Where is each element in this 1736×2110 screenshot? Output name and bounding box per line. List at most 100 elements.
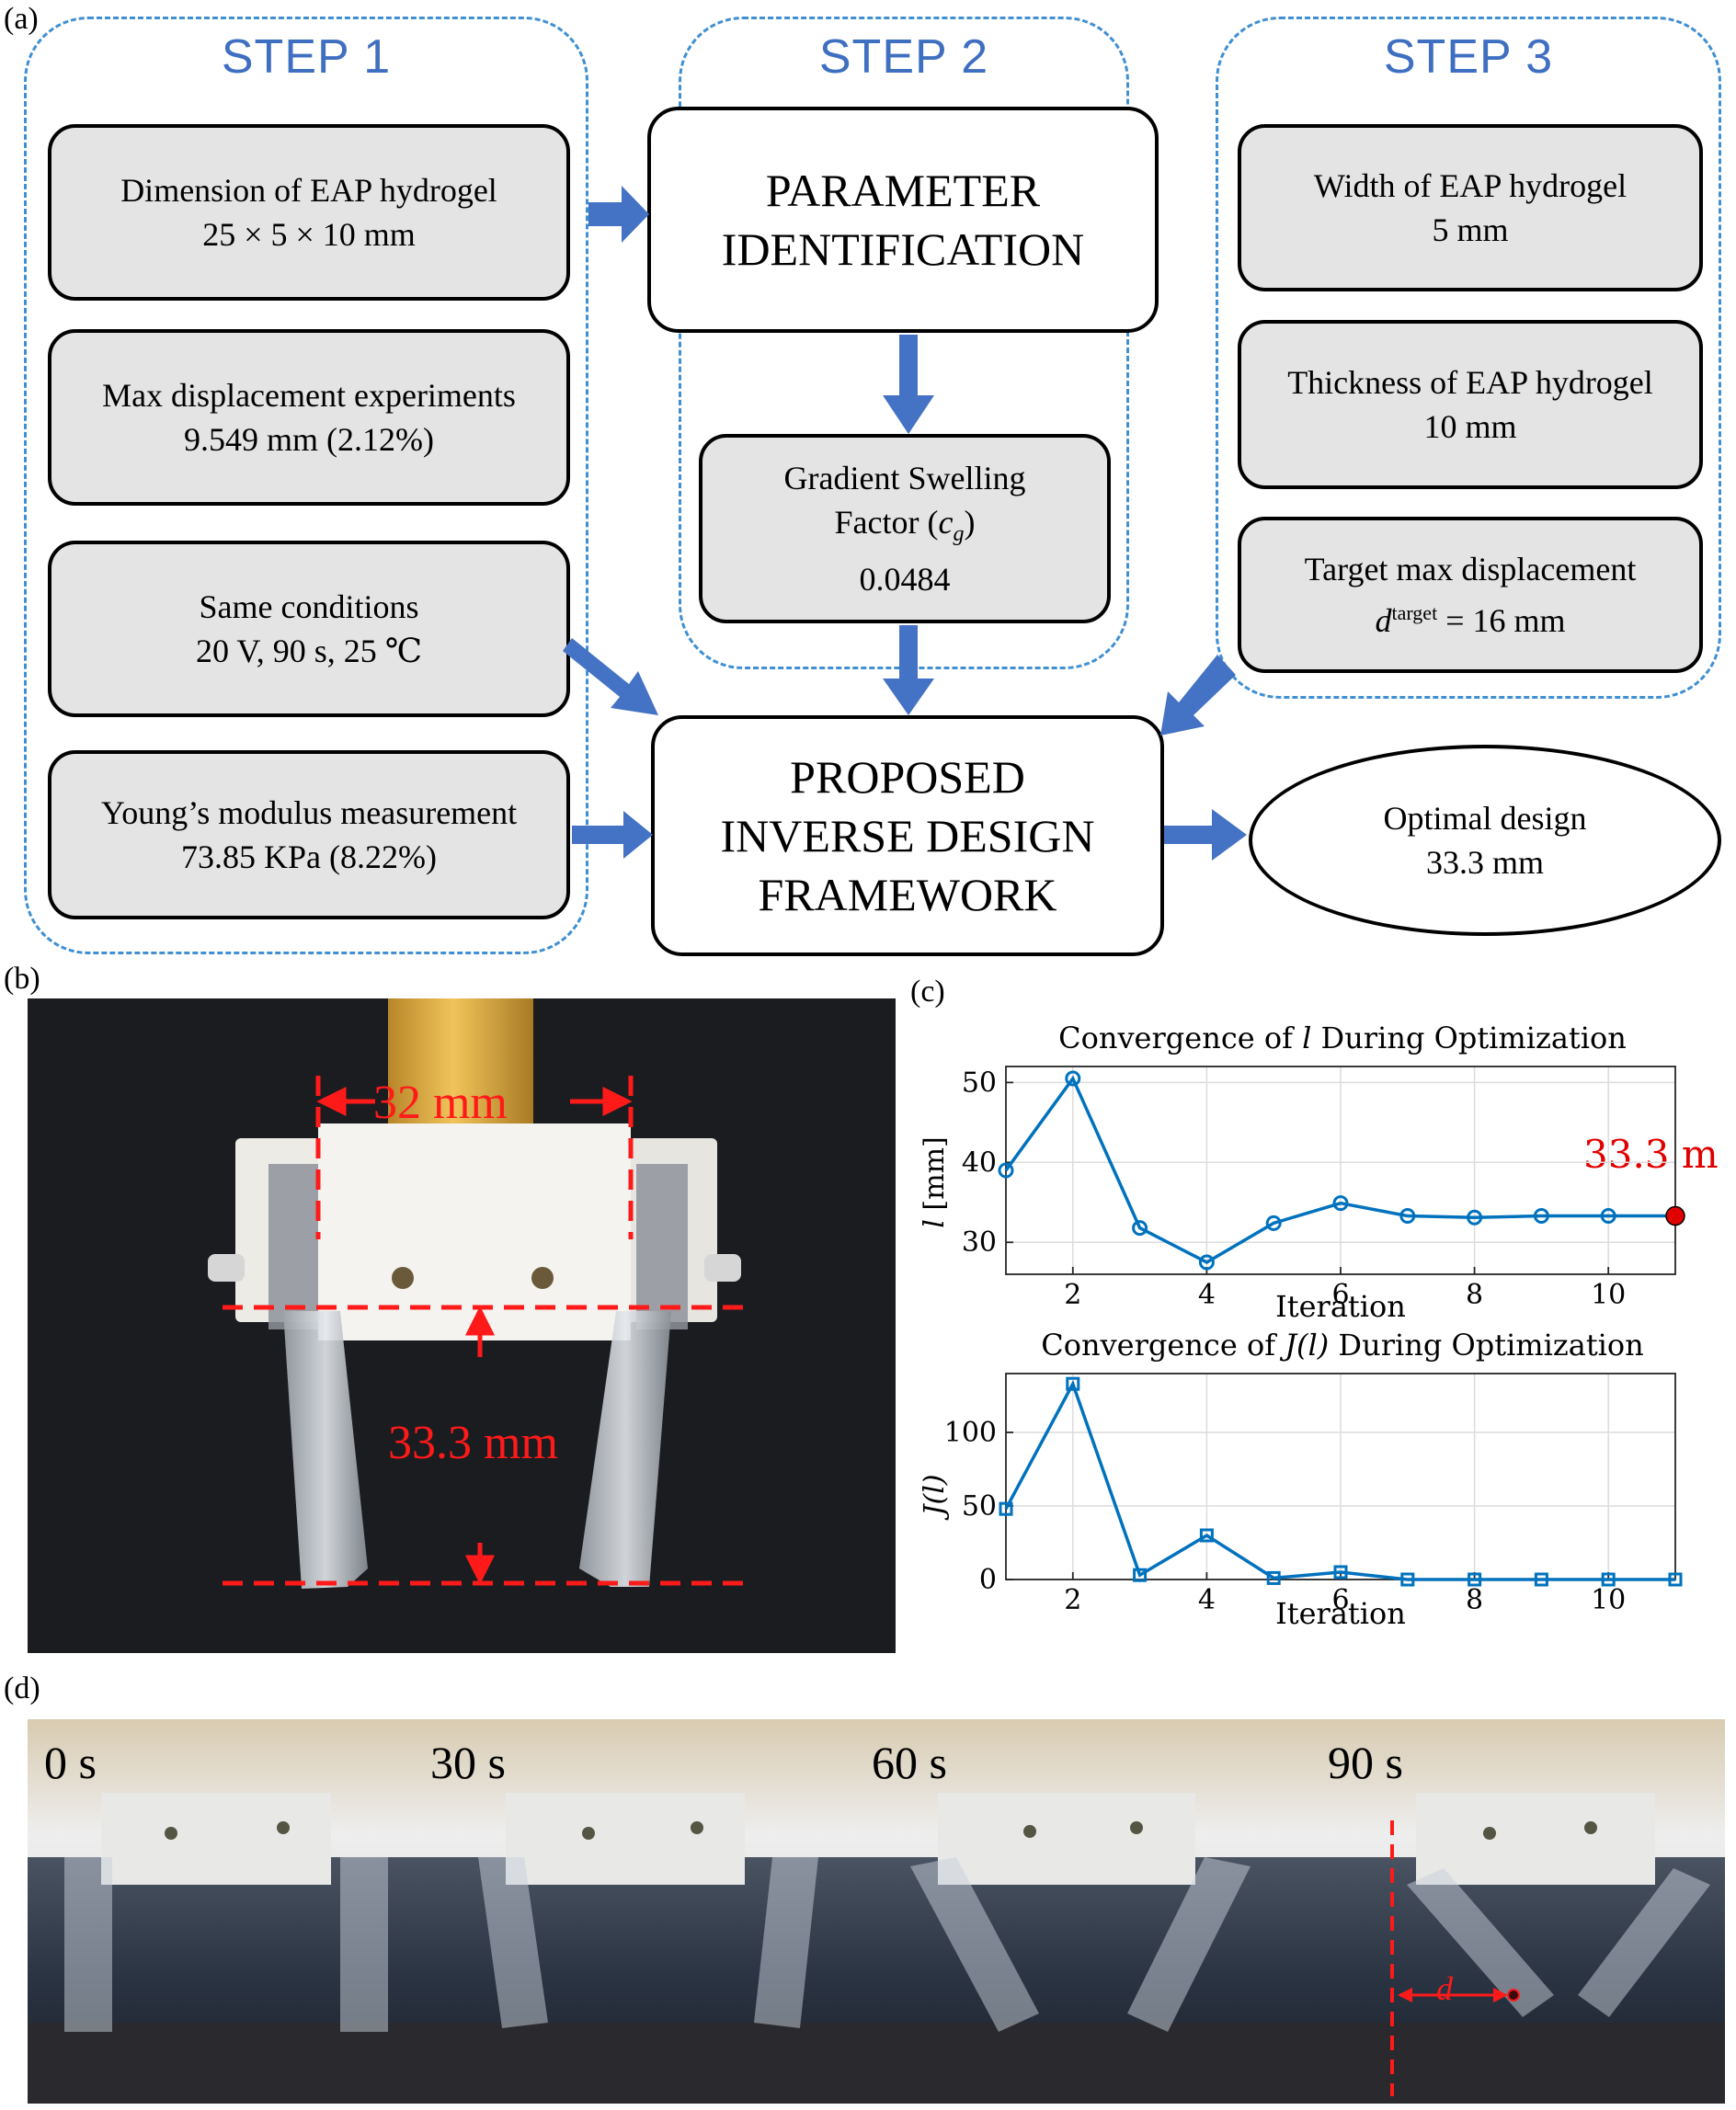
chart2-ylabel: J(l) xyxy=(919,1474,951,1521)
optimal-value: 33.3 mm xyxy=(1425,844,1544,881)
chart1-title: Convergence of l During Optimization xyxy=(1058,1021,1627,1055)
dimension-box: Dimension of EAP hydrogel 25 × 5 × 10 mm xyxy=(48,124,570,301)
data-point xyxy=(1266,1570,1281,1585)
target-title: Target max displacement xyxy=(1304,551,1637,587)
flow-arrows xyxy=(563,186,1247,861)
data-point xyxy=(1199,1528,1214,1543)
data-point xyxy=(1133,1568,1148,1582)
max-displacement-value: 9.549 mm (2.12%) xyxy=(184,421,434,458)
gsf-symbol: c xyxy=(938,504,954,542)
parameter-line1: PARAMETER xyxy=(765,165,1041,216)
frame-30s xyxy=(423,1719,855,2104)
framework-line1: PROPOSED xyxy=(790,751,1025,803)
y-tick-label: 100 xyxy=(944,1417,997,1449)
data-point xyxy=(1600,1208,1616,1225)
panel-label-a: (a) xyxy=(4,2,39,36)
frame-90s xyxy=(1311,1719,1725,2104)
panel-label-b: (b) xyxy=(4,962,40,996)
data-point xyxy=(1533,1208,1549,1225)
data-point xyxy=(1198,1254,1215,1271)
frame-0s xyxy=(28,1719,423,2104)
parameter-line2: IDENTIFICATION xyxy=(721,223,1085,275)
step3-frame xyxy=(1216,17,1721,699)
arrow-right-icon xyxy=(1164,809,1247,861)
x-tick-label: 10 xyxy=(1591,1584,1626,1616)
conditions-box: Same conditions 20 V, 90 s, 25 ℃ xyxy=(48,541,570,717)
width-annotation: 32 mm xyxy=(373,1077,508,1129)
series-line xyxy=(1004,1379,1675,1581)
time-label-0s: 0 s xyxy=(44,1737,97,1788)
data-point xyxy=(1399,1208,1416,1225)
thickness-title: Thickness of EAP hydrogel xyxy=(1287,364,1653,401)
step2-title: STEP 2 xyxy=(818,30,989,84)
yellow-tube xyxy=(388,998,533,1127)
time-label-90s: 90 s xyxy=(1328,1737,1403,1788)
step3-title: STEP 3 xyxy=(1383,30,1554,84)
youngs-modulus-value: 73.85 KPa (8.22%) xyxy=(181,838,437,875)
convergence-j-chart: Convergence of J(l) During Optimization … xyxy=(919,1328,1683,1631)
max-displacement-box: Max displacement experiments 9.549 mm (2… xyxy=(48,329,570,506)
data-point xyxy=(1601,1572,1616,1587)
gsf-line1: Gradient Swelling xyxy=(783,460,1026,497)
optimal-title: Optimal design xyxy=(1383,800,1587,837)
x-tick-label: 8 xyxy=(1466,1279,1483,1311)
x-tick-label: 6 xyxy=(1331,1584,1349,1616)
x-tick-label: 2 xyxy=(1064,1584,1081,1616)
hydrogel-finger-right xyxy=(579,1311,671,1587)
youngs-modulus-box: Young’s modulus measurement 73.85 KPa (8… xyxy=(48,750,570,919)
gsf-subscript: g xyxy=(953,522,965,547)
inverse-design-framework-box: PROPOSED INVERSE DESIGN FRAMEWORK xyxy=(651,715,1164,956)
chart1-ylabel: l [mm] xyxy=(919,1136,951,1227)
target-displacement-box: Target max displacement dtarget = 16 mm xyxy=(1238,517,1703,673)
arrow-right-icon xyxy=(588,186,649,243)
data-point xyxy=(1332,1195,1349,1212)
convergence-l-chart: Convergence of l During Optimization Ite… xyxy=(919,1021,1719,1324)
data-point xyxy=(1668,1572,1683,1587)
x-tick-label: 4 xyxy=(1198,1584,1216,1616)
arrow-diagonal-icon xyxy=(1160,655,1236,736)
gsf-line2: Factor (cg) xyxy=(834,504,976,547)
y-tick-label: 0 xyxy=(979,1564,997,1596)
framework-line3: FRAMEWORK xyxy=(758,869,1057,920)
y-tick-label: 40 xyxy=(962,1146,997,1179)
data-point xyxy=(1534,1572,1548,1587)
gradient-swelling-box: Gradient Swelling Factor (cg) 0.0484 xyxy=(699,434,1111,623)
gripper-photo: 32 mm 33.3 mm xyxy=(28,998,896,1653)
optimal-design-ellipse: Optimal design 33.3 mm xyxy=(1249,745,1721,936)
x-tick-label: 2 xyxy=(1064,1279,1081,1311)
data-point xyxy=(998,1162,1014,1179)
frame-60s xyxy=(855,1719,1311,2104)
data-point xyxy=(1400,1572,1415,1587)
data-point xyxy=(1265,1215,1282,1231)
step1-title: STEP 1 xyxy=(221,30,392,84)
parameter-identification-box: PARAMETER IDENTIFICATION xyxy=(647,107,1159,333)
panel-label-c: (c) xyxy=(910,975,945,1009)
gripper-block xyxy=(318,1123,631,1340)
x-tick-label: 6 xyxy=(1331,1279,1349,1311)
chart1-xlabel: Iteration xyxy=(1275,1289,1406,1324)
y-tick-label: 50 xyxy=(962,1066,997,1099)
panel-label-d: (d) xyxy=(4,1671,40,1705)
data-point xyxy=(999,1501,1013,1516)
width-title: Width of EAP hydrogel xyxy=(1313,167,1628,204)
data-point xyxy=(1065,1070,1081,1087)
youngs-modulus-title: Young’s modulus measurement xyxy=(100,794,518,831)
y-tick-label: 30 xyxy=(962,1226,997,1259)
width-value: 5 mm xyxy=(1432,211,1509,248)
max-displacement-title: Max displacement experiments xyxy=(102,377,516,414)
displacement-d-label: d xyxy=(1436,1970,1453,2007)
target-value: dtarget = 16 mm xyxy=(1375,601,1566,639)
x-tick-label: 8 xyxy=(1466,1584,1483,1616)
data-point xyxy=(1468,1572,1482,1587)
thickness-box: Thickness of EAP hydrogel 10 mm xyxy=(1238,320,1703,489)
chart2-title: Convergence of J(l) During Optimization xyxy=(1041,1328,1644,1363)
arrow-down-icon xyxy=(883,335,934,434)
arrow-down-icon xyxy=(883,625,934,715)
data-point xyxy=(1132,1220,1148,1237)
time-label-60s: 60 s xyxy=(872,1737,947,1788)
dimension-title: Dimension of EAP hydrogel xyxy=(120,172,497,209)
data-point xyxy=(1333,1565,1348,1580)
arrow-right-icon xyxy=(572,811,653,859)
